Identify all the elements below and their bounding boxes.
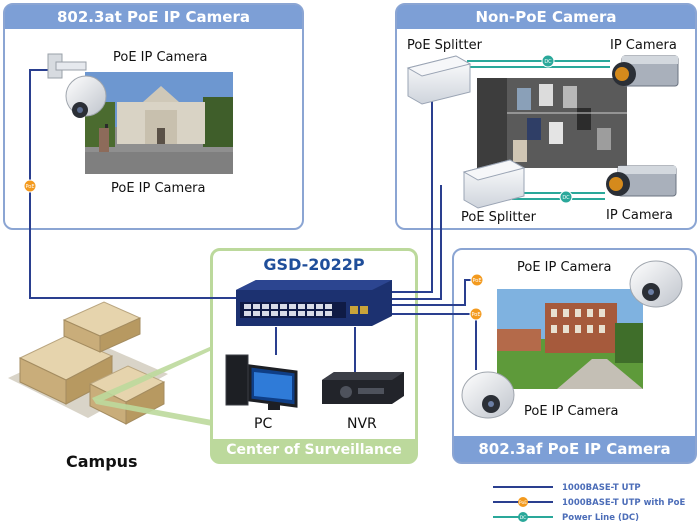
campus-photo-top-left xyxy=(85,72,233,174)
legend-item-utp: 1000BASE-T UTP xyxy=(493,483,641,493)
campus-building-icon xyxy=(8,301,212,426)
ptz-camera-label-top: PoE IP Camera xyxy=(113,50,208,65)
campus-label: Campus xyxy=(66,452,138,471)
switch-model-title: GSD-2022P xyxy=(263,255,365,274)
dome-camera-top-label: PoE IP Camera xyxy=(517,260,612,275)
ip-camera-top-label: IP Camera xyxy=(610,38,677,53)
legend-label-utp: 1000BASE-T UTP xyxy=(562,483,641,493)
panel-non-poe-title: Non-PoE Camera xyxy=(397,5,695,29)
ip-camera-bottom-label: IP Camera xyxy=(606,208,673,223)
poe-splitter-top-label: PoE Splitter xyxy=(407,38,482,53)
legend-label-utp-poe: 1000BASE-T UTP with PoE xyxy=(562,498,685,508)
legend-label-dc: Power Line (DC) xyxy=(562,513,639,523)
parking-lot-photo xyxy=(477,78,627,168)
legend-badge-dc: DC xyxy=(520,515,527,521)
ptz-camera-label-bottom: PoE IP Camera xyxy=(111,181,206,196)
pc-label: PC xyxy=(254,416,273,432)
legend-badge-poe: PoE xyxy=(519,500,527,506)
campus-photo-right xyxy=(497,289,643,389)
panel-802-3at-title: 802.3at PoE IP Camera xyxy=(5,5,302,29)
nvr-label: NVR xyxy=(347,416,377,432)
center-of-surveillance-label: Center of Surveillance xyxy=(213,439,415,461)
legend-item-utp-poe: PoE 1000BASE-T UTP with PoE xyxy=(493,497,685,508)
dome-camera-bottom-label: PoE IP Camera xyxy=(524,404,619,419)
legend: 1000BASE-T UTP PoE 1000BASE-T UTP with P… xyxy=(493,483,685,523)
poe-splitter-bottom-label: PoE Splitter xyxy=(461,210,536,225)
center-of-surveillance-panel: GSD-2022P Center of Surveillance xyxy=(210,248,418,464)
legend-item-dc: DC Power Line (DC) xyxy=(493,512,639,523)
panel-802-3af-title: 802.3af PoE IP Camera xyxy=(454,436,695,462)
